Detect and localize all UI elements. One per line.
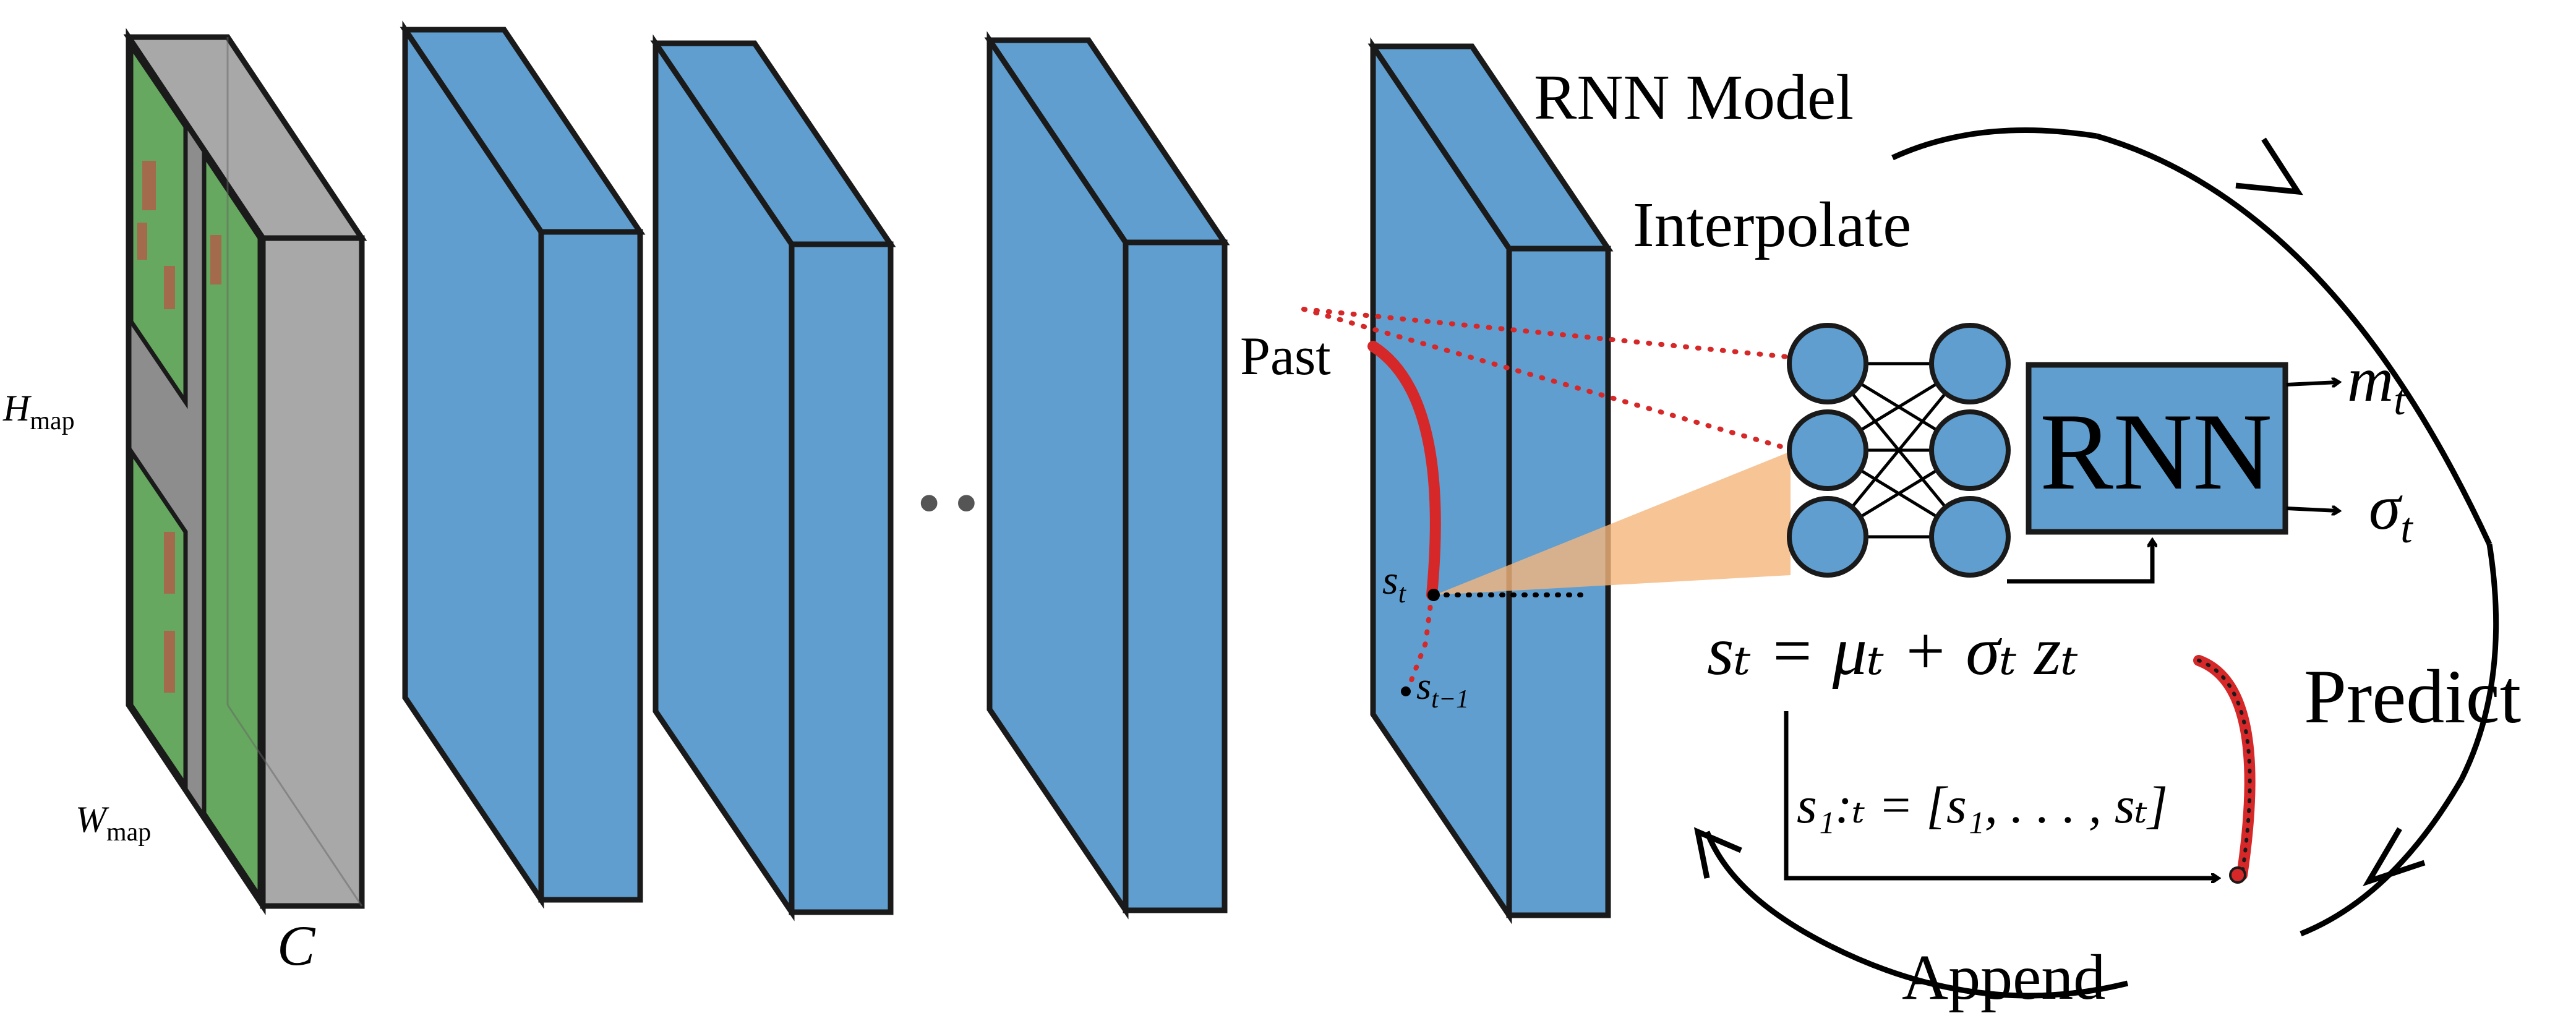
prediction-loop: [1704, 127, 2499, 999]
arrow-head-icon: [2363, 827, 2426, 887]
obstacle: [137, 223, 147, 260]
sequence-label: s₁:ₜ = [s₁, . . . , sₜ]: [1797, 777, 2168, 834]
feature-layer-2: [650, 34, 896, 921]
rnn-model-title: RNN Model: [1534, 62, 1854, 133]
circle-node-icon: [1929, 496, 2011, 578]
rnn-box-label: RNN: [2040, 390, 2272, 513]
past-trajectory: [1367, 341, 1586, 696]
circle-node-icon: [1787, 496, 1868, 578]
map-free-region-right: [202, 147, 262, 904]
circle-node-icon: [1787, 409, 1868, 491]
predict-label: Predict: [2304, 654, 2521, 739]
interpolation-cone: [1435, 451, 1791, 595]
obstacle: [164, 266, 175, 309]
current-state-point: [1427, 589, 1440, 601]
obstacle: [142, 161, 156, 210]
obstacle: [164, 532, 175, 594]
circle-node-icon: [1929, 409, 2011, 491]
obstacle: [164, 631, 175, 693]
feature-layer-final: [1367, 37, 1614, 925]
obstacle: [210, 235, 221, 284]
feature-layer-1: [400, 20, 646, 909]
rnn-box: [2026, 362, 2288, 535]
sigma-t-label: σt: [2369, 472, 2413, 552]
interpolate-label: Interpolate: [1633, 189, 1911, 260]
map-volume: [123, 28, 367, 915]
s-t-label: st: [1382, 558, 1407, 609]
w-map-label: Wmap: [75, 799, 151, 847]
interpolation-network: [1787, 323, 2011, 578]
arrow-head-icon: [2235, 137, 2303, 195]
circle-node-icon: [1787, 323, 1868, 404]
channels-label: C: [277, 914, 316, 977]
map-side-face: [260, 235, 365, 909]
previous-state-point: [1401, 686, 1411, 696]
past-label: Past: [1240, 327, 1331, 387]
h-map-label: Hmap: [2, 388, 75, 435]
m-t-label: mt: [2347, 344, 2407, 424]
sampling-equation: sₜ = μₜ + σₜ zₜ: [1707, 613, 2078, 690]
circle-node-icon: [1929, 323, 2011, 404]
append-label: Append: [1902, 942, 2105, 1013]
feature-layer-3: [984, 31, 1230, 920]
arrow-head-icon: [1693, 827, 1742, 879]
map-free-region-top: [129, 39, 188, 409]
s-t-minus-1-label: st−1: [1416, 665, 1469, 714]
